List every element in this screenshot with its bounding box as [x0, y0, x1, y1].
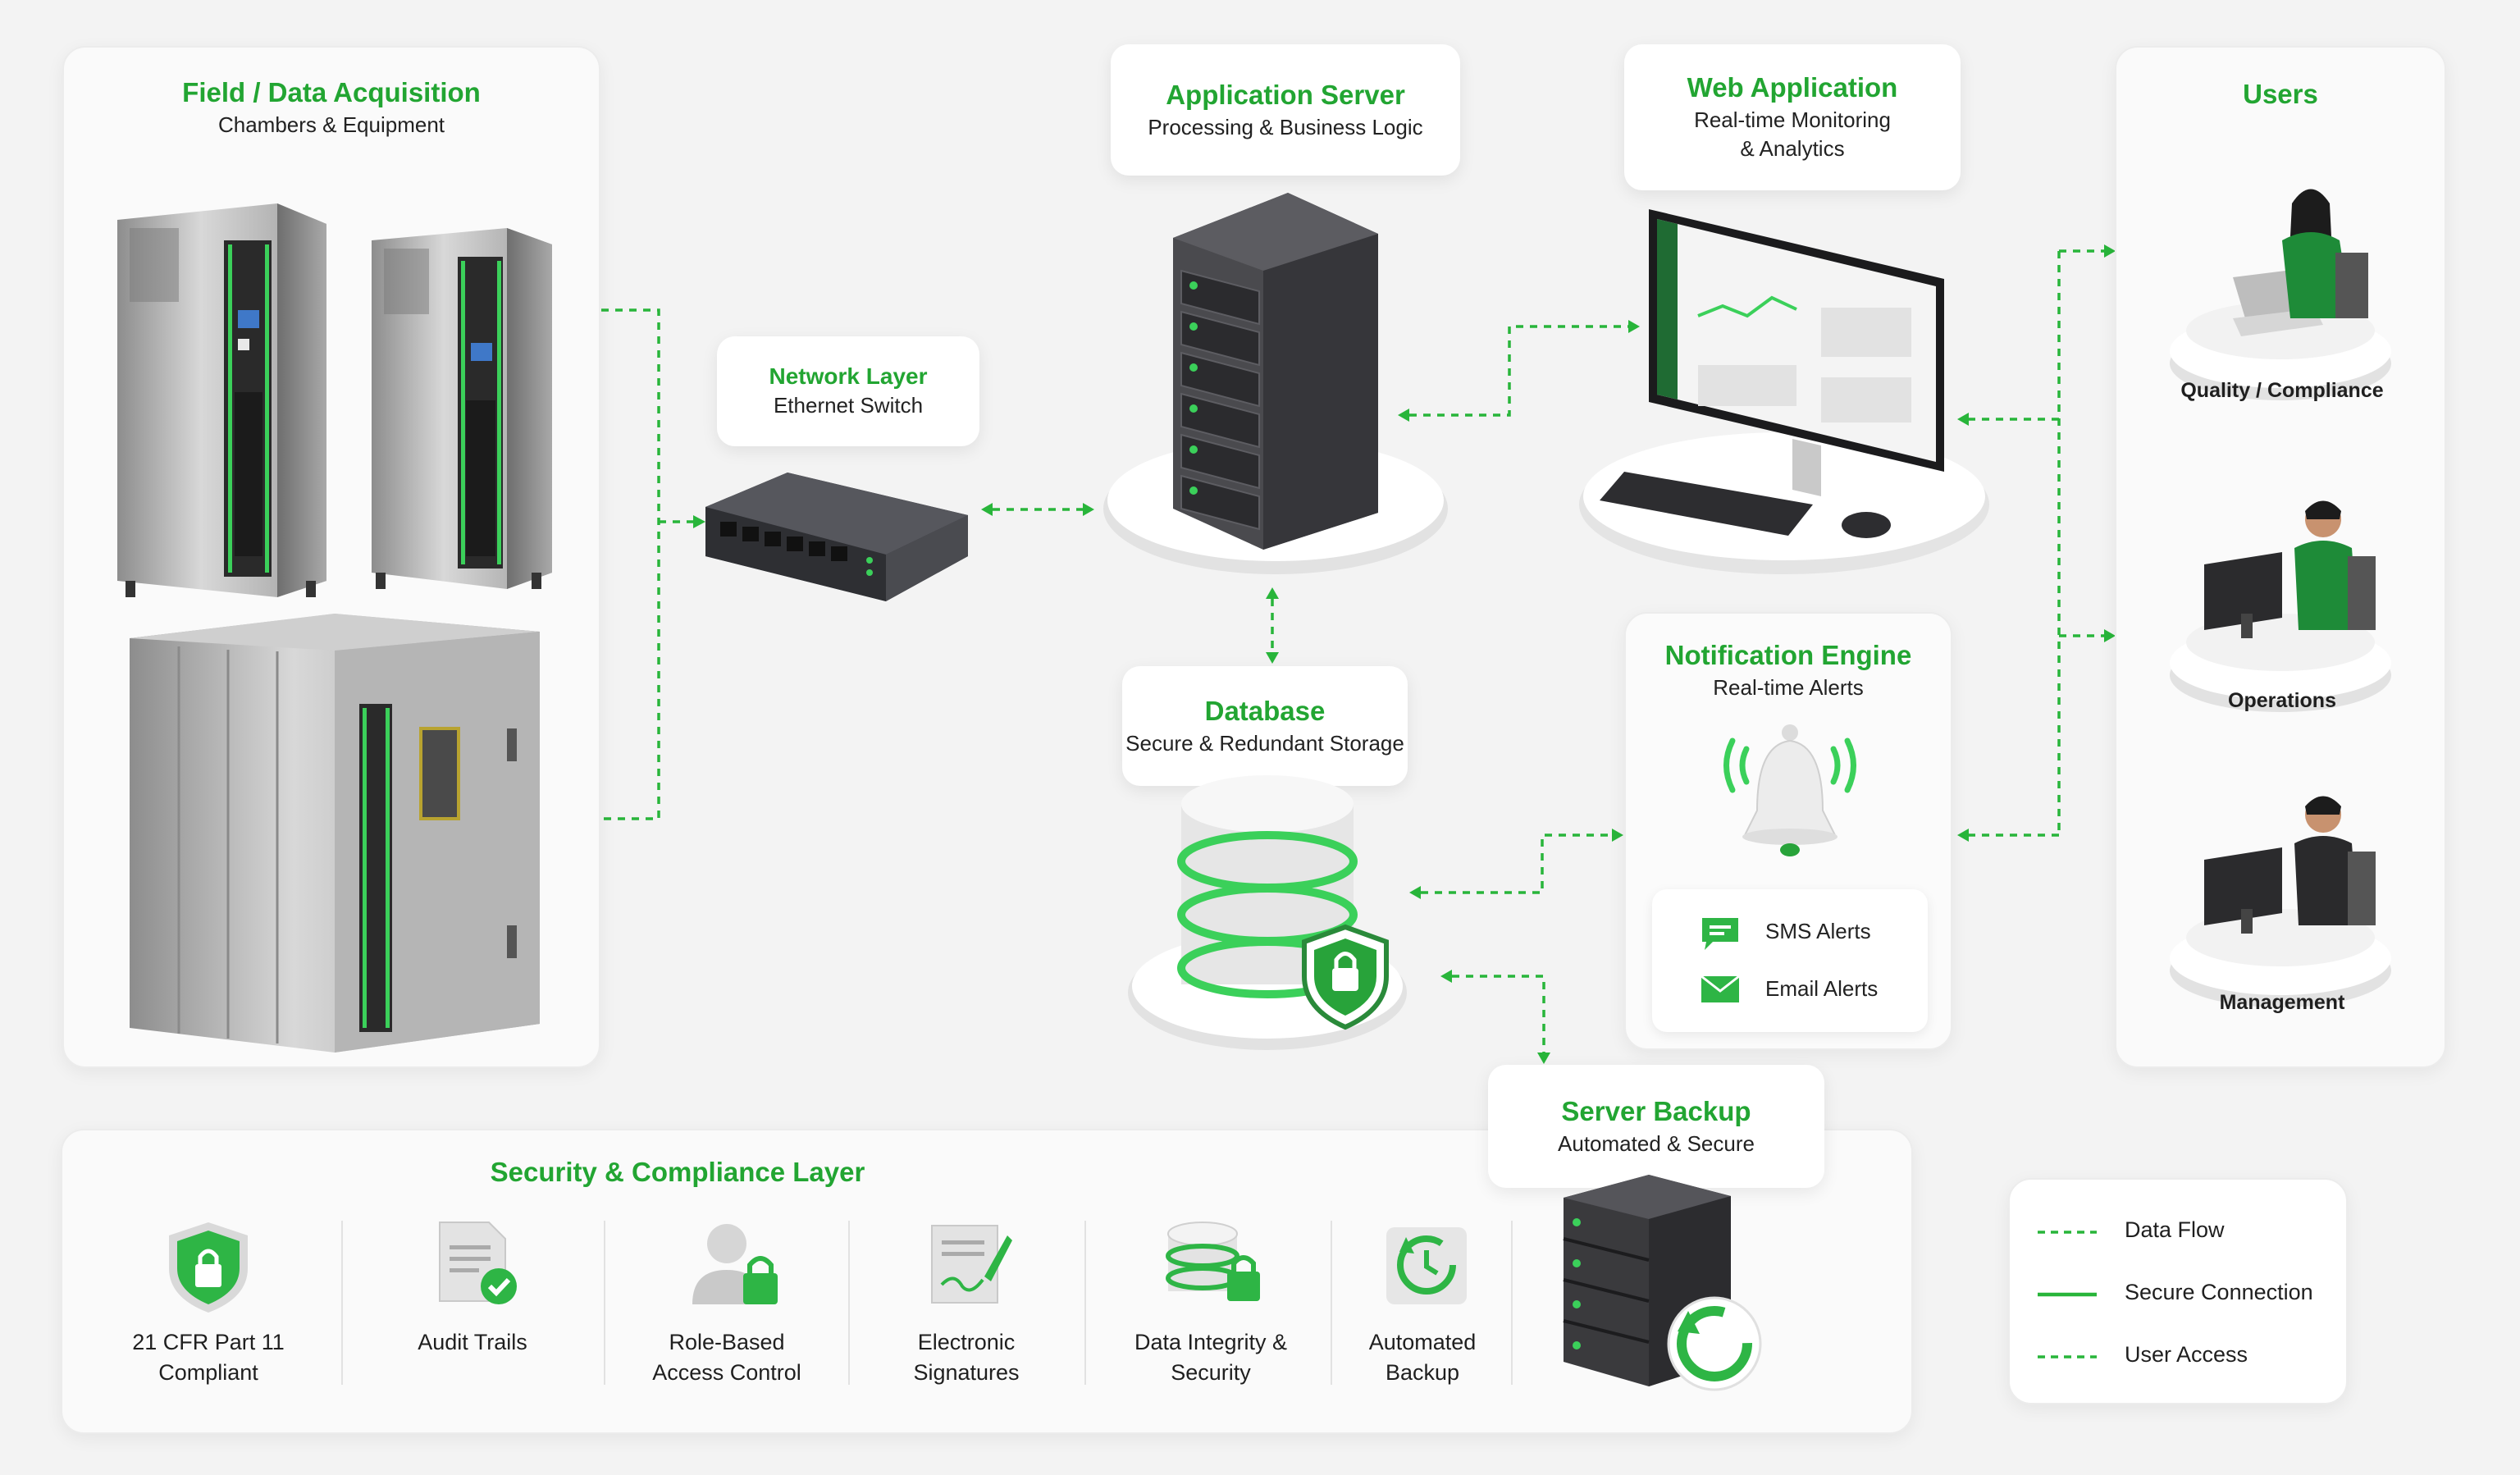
divider [848, 1221, 850, 1385]
secure-connection-line-icon [2038, 1292, 2097, 1297]
flow-field-to-switch [601, 308, 660, 820]
automated-backup-label: Automated Backup [1368, 1330, 1477, 1386]
web-monitor-icon [1579, 209, 1989, 574]
legend-panel: Data Flow Secure Connection User Access [2008, 1178, 2348, 1404]
email-alerts-label: Email Alerts [1765, 976, 1879, 1001]
database-card: Database Secure & Redundant Storage [1122, 666, 1408, 786]
role-based-access-label: Role-Based Access Control [652, 1330, 801, 1386]
security-title: Security & Compliance Layer [490, 1157, 865, 1187]
database-subtitle: Secure & Redundant Storage [1125, 730, 1404, 756]
database-title: Database [1204, 695, 1326, 726]
flow-database-notification [1421, 833, 1612, 894]
sms-alerts-label: SMS Alerts [1765, 919, 1871, 943]
operations-user-icon [2170, 500, 2391, 712]
notification-engine-panel: Notification Engine Real-time Alerts SMS… [1624, 612, 1952, 1050]
bell-icon [1723, 724, 1856, 856]
server-backup-card: Server Backup Automated & Secure [1488, 1065, 1824, 1188]
flow-database-backup [1452, 975, 1545, 1053]
flow-server-webapp [1409, 325, 1628, 417]
network-layer-card: Network Layer Ethernet Switch [717, 336, 979, 446]
network-title: Network Layer [769, 363, 928, 389]
web-app-subtitle: Real-time Monitoring & Analytics [1694, 107, 1891, 162]
field-acquisition-panel: Field / Data Acquisition Chambers & Equi… [62, 46, 600, 1068]
legend-secure-connection-label: Secure Connection [2125, 1280, 2313, 1304]
database-lock-icon [1166, 1222, 1260, 1301]
app-server-subtitle: Processing & Business Logic [1148, 114, 1423, 139]
quality-user-icon [2170, 189, 2391, 400]
management-user-label: Management [2219, 991, 2345, 1014]
quality-user-label: Quality / Compliance [2180, 379, 2384, 402]
legend-data-flow-label: Data Flow [2125, 1217, 2225, 1242]
divider [1084, 1221, 1086, 1385]
field-subtitle: Chambers & Equipment [217, 112, 445, 137]
sms-chat-icon [1702, 918, 1738, 950]
divider [604, 1221, 605, 1385]
cfr-compliant-label: 21 CFR Part 11 Compliant [132, 1330, 285, 1386]
stability-chamber-small-icon [372, 228, 552, 589]
divider [1331, 1221, 1332, 1385]
divider [341, 1221, 343, 1385]
electronic-signatures-label: Electronic Signatures [913, 1330, 1020, 1386]
user-access-line-icon [2038, 1355, 2097, 1359]
web-application-card: Web Application Real-time Monitoring & A… [1624, 44, 1961, 190]
backup-clock-icon [1386, 1227, 1467, 1304]
shield-lock-icon [169, 1222, 248, 1313]
backup-server-icon [1563, 1175, 1762, 1391]
alert-channels-box: SMS Alerts Email Alerts [1652, 889, 1928, 1032]
data-integrity-label: Data Integrity & Security [1134, 1330, 1288, 1386]
data-flow-line-icon [2038, 1231, 2097, 1234]
audit-trails-label: Audit Trails [418, 1330, 527, 1354]
stability-chamber-large-icon [117, 203, 326, 597]
document-check-icon [439, 1222, 517, 1304]
web-app-title: Web Application [1687, 71, 1898, 103]
signature-icon [931, 1225, 1012, 1304]
user-lock-icon [692, 1224, 778, 1304]
network-subtitle: Ethernet Switch [773, 393, 924, 418]
field-title: Field / Data Acquisition [182, 77, 481, 107]
notification-subtitle: Real-time Alerts [1713, 674, 1864, 700]
users-title: Users [2243, 79, 2318, 109]
application-server-card: Application Server Processing & Business… [1111, 44, 1460, 176]
email-envelope-icon [1701, 975, 1740, 1002]
backup-subtitle: Automated & Secure [1558, 1130, 1755, 1156]
application-server-icon [1103, 193, 1448, 574]
legend-user-access-label: User Access [2125, 1342, 2248, 1367]
database-icon [1128, 775, 1407, 1050]
notification-title: Notification Engine [1664, 640, 1912, 670]
walk-in-chamber-icon [130, 614, 540, 1053]
backup-title: Server Backup [1561, 1095, 1751, 1126]
ethernet-switch-icon [705, 473, 968, 601]
management-user-icon [2170, 796, 2391, 1007]
divider [1511, 1221, 1513, 1385]
users-panel: Users Quality / Compliance Operations [2115, 46, 2446, 1068]
app-server-title: Application Server [1166, 79, 1405, 110]
operations-user-label: Operations [2228, 689, 2336, 712]
